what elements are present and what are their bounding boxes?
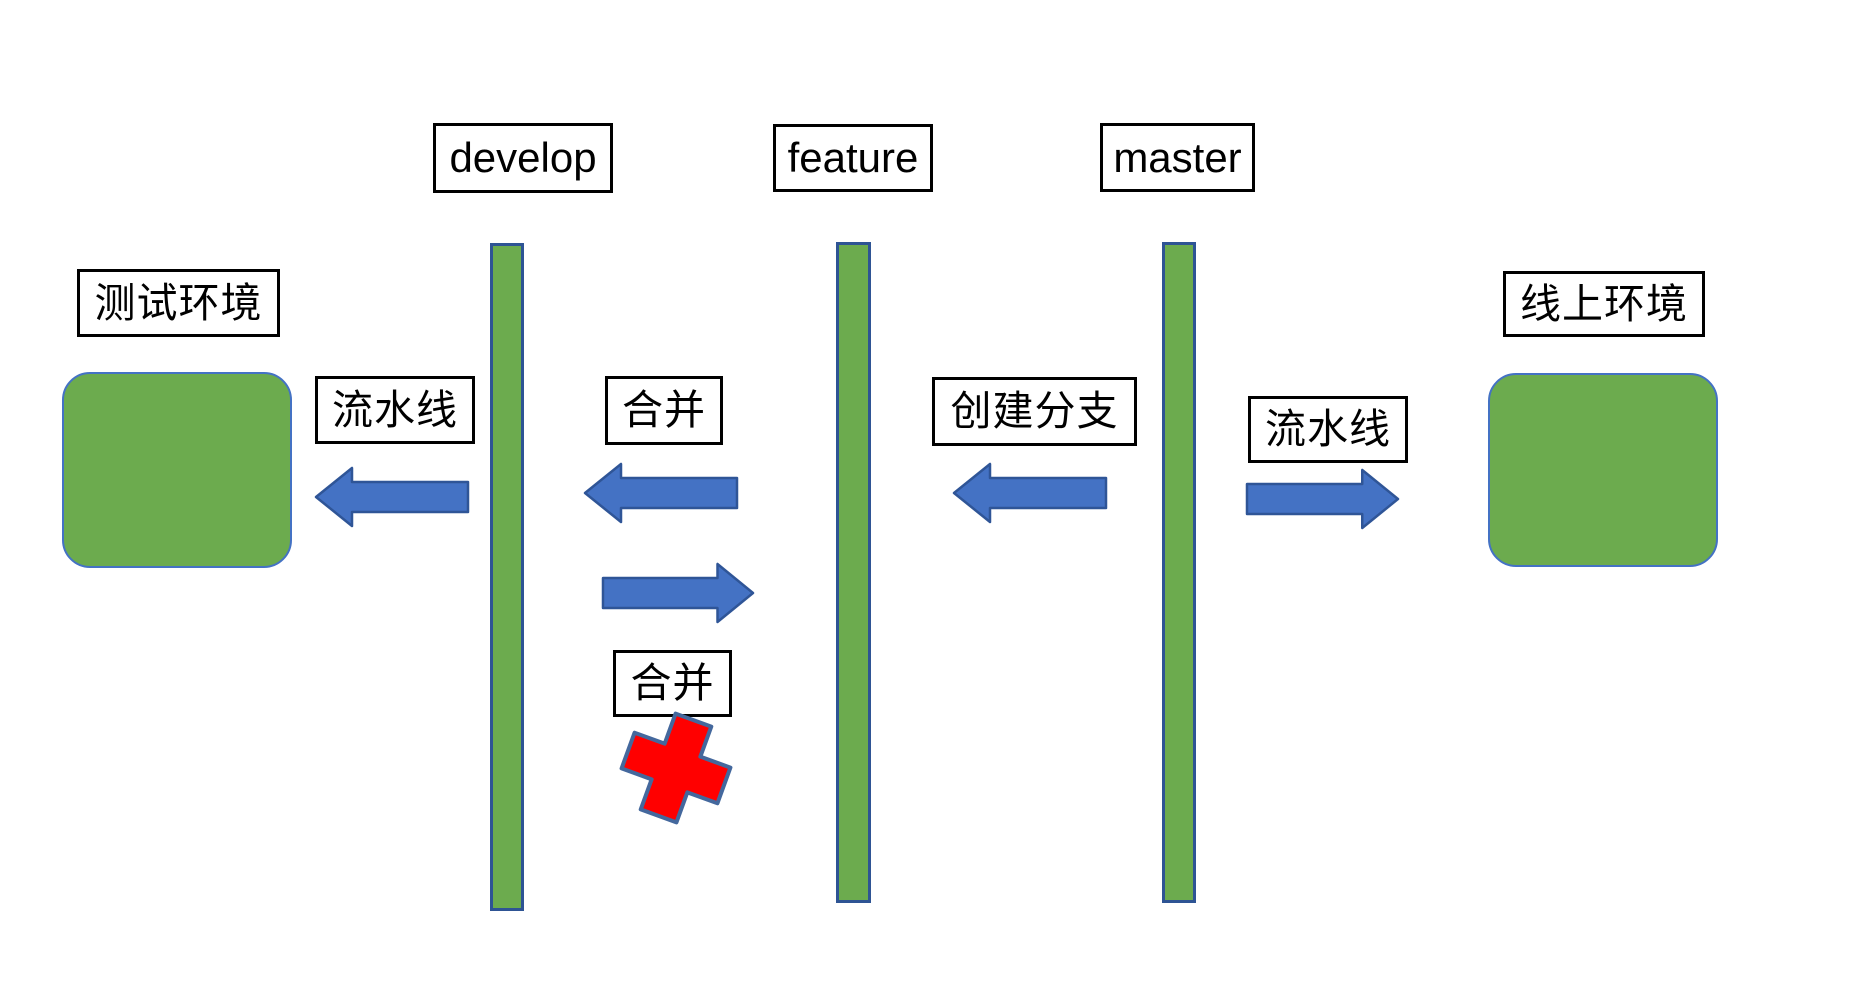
cross-shape <box>619 711 733 825</box>
merge-upper-label: 合并 <box>605 376 723 445</box>
arrow-right-shape <box>1245 468 1400 530</box>
master-branch-bar <box>1162 242 1196 903</box>
arrow-left-shape <box>583 462 739 524</box>
test-environment-node <box>62 372 292 568</box>
arrow-right-shape <box>601 562 755 624</box>
online-environment-node <box>1488 373 1718 567</box>
branch-label-develop-text: develop <box>449 134 597 181</box>
create-branch-label-text: 创建分支 <box>950 388 1119 434</box>
branch-label-feature: feature <box>773 124 933 192</box>
feature-branch-bar <box>836 242 871 903</box>
pipeline-left-label: 流水线 <box>315 376 475 444</box>
branch-label-master-text: master <box>1113 133 1242 181</box>
branch-label-master: master <box>1100 123 1255 192</box>
arrow-left-merge-feature-to-develop-icon <box>583 462 739 524</box>
env-label-test: 测试环境 <box>77 269 280 337</box>
env-label-online: 线上环境 <box>1503 271 1705 337</box>
merge-lower-label: 合并 <box>613 650 732 717</box>
branch-label-feature-text: feature <box>787 134 919 181</box>
arrow-left-shape <box>314 466 470 528</box>
create-branch-label: 创建分支 <box>932 377 1137 446</box>
arrow-right-merge-develop-to-feature-icon <box>601 562 755 624</box>
pipeline-left-label-text: 流水线 <box>332 386 458 433</box>
merge-upper-label-text: 合并 <box>622 387 706 433</box>
branch-label-develop: develop <box>433 123 613 193</box>
env-label-online-text: 线上环境 <box>1520 280 1688 327</box>
arrow-left-pipeline-develop-to-test-icon <box>314 466 470 528</box>
arrow-left-create-branch-master-to-feature-icon <box>952 462 1108 524</box>
merge-lower-label-text: 合并 <box>630 660 715 706</box>
env-label-test-text: 测试环境 <box>94 279 263 326</box>
pipeline-right-label: 流水线 <box>1248 396 1408 463</box>
arrow-right-pipeline-master-to-online-icon <box>1245 468 1400 530</box>
develop-branch-bar <box>490 243 524 911</box>
arrow-left-shape <box>952 462 1108 524</box>
merge-conflict-cross-icon <box>599 691 753 845</box>
pipeline-right-label-text: 流水线 <box>1265 406 1391 452</box>
